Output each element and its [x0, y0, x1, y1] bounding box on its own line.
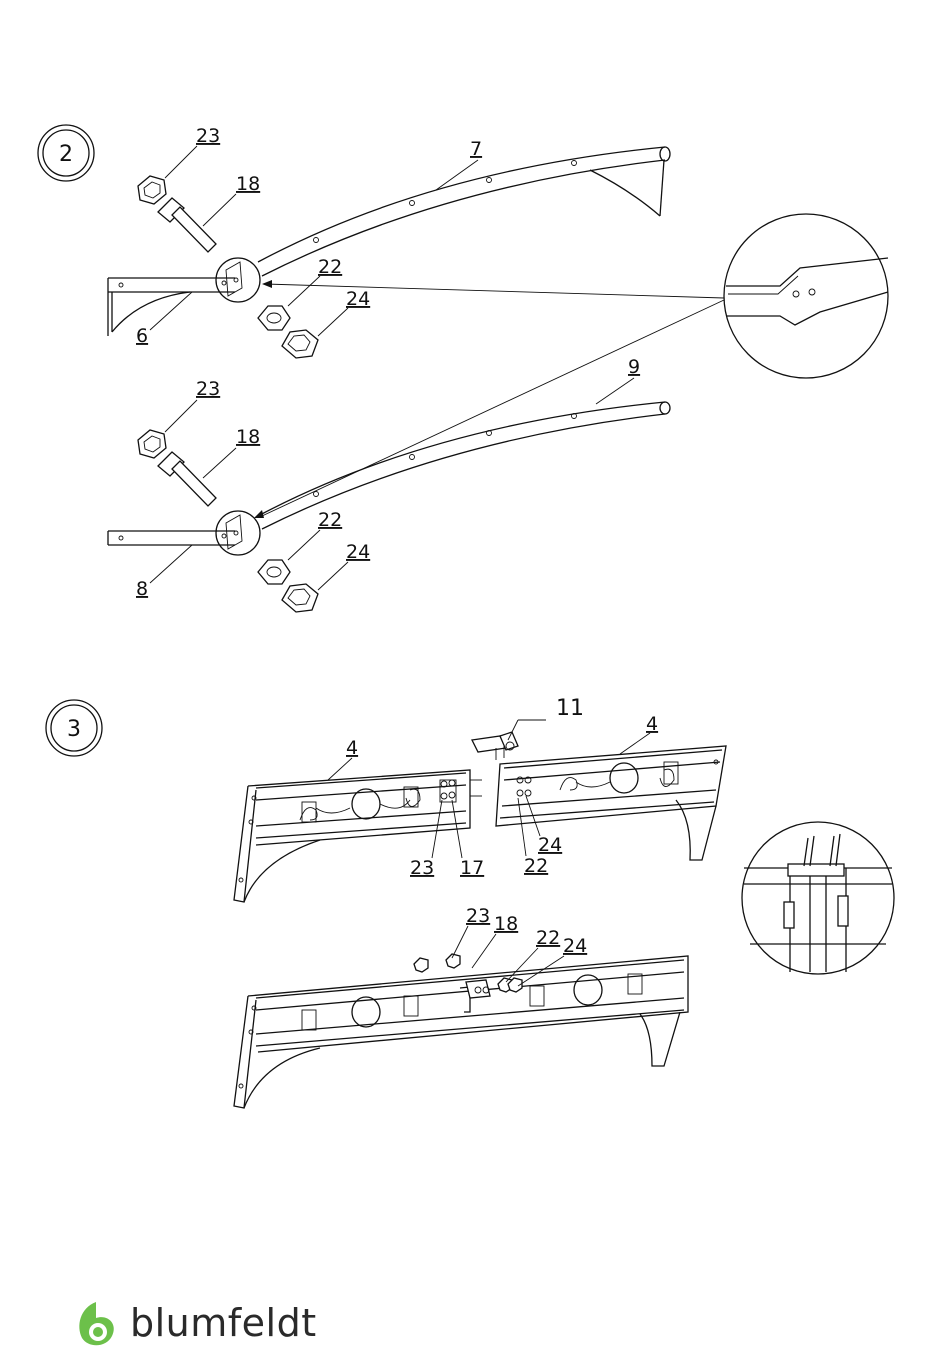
label-part-23-s3b: 23 — [466, 905, 490, 927]
bolt-18-icon — [158, 452, 216, 506]
label-part-23-b: 23 — [196, 378, 220, 400]
label-part-22-s3: 22 — [524, 855, 548, 877]
step-2-number: 2 — [59, 142, 73, 167]
label-part-24-s3: 24 — [538, 834, 562, 856]
washer-22-icon — [258, 306, 290, 330]
label-part-18-b: 18 — [236, 426, 260, 448]
label-part-24-b: 24 — [346, 541, 370, 563]
label-part-4-left: 4 — [346, 737, 358, 759]
step3-panel-joined — [234, 954, 688, 1108]
nut-23-icon — [138, 176, 166, 204]
label-part-6: 6 — [136, 325, 148, 347]
step3-detail-zoom — [742, 822, 894, 974]
step3-panel-left — [234, 770, 482, 902]
label-part-24: 24 — [346, 288, 370, 310]
brand-logo: blumfeldt — [70, 1298, 317, 1348]
cap-nut-24-icon — [282, 330, 318, 358]
blumfeldt-leaf-icon — [70, 1298, 122, 1348]
cap-nut-24-icon — [282, 584, 318, 612]
step-3-badge: 3 — [46, 700, 102, 756]
label-part-7: 7 — [470, 138, 482, 160]
label-part-18: 18 — [236, 173, 260, 195]
label-part-22-b: 22 — [318, 509, 342, 531]
bolt-18-icon — [158, 198, 216, 252]
washer-22-icon — [258, 560, 290, 584]
step-2-badge: 2 — [38, 125, 94, 181]
brand-name: blumfeldt — [130, 1301, 317, 1345]
label-part-8: 8 — [136, 578, 148, 600]
label-part-4-right: 4 — [646, 713, 658, 735]
nut-23-icon — [138, 430, 166, 458]
detail-zoom-circle — [262, 214, 888, 516]
label-part-24-s3b: 24 — [563, 935, 587, 957]
connector-11-icon — [472, 732, 518, 760]
label-part-23-s3: 23 — [410, 857, 434, 879]
step-3-number: 3 — [67, 717, 81, 742]
label-part-22-s3b: 22 — [536, 927, 560, 949]
label-part-17: 17 — [460, 857, 484, 879]
label-part-9: 9 — [628, 356, 640, 378]
label-part-11: 11 — [556, 696, 584, 721]
label-part-23: 23 — [196, 125, 220, 147]
label-part-18-s3b: 18 — [494, 913, 518, 935]
step3-panel-right — [496, 746, 726, 860]
label-part-22: 22 — [318, 256, 342, 278]
